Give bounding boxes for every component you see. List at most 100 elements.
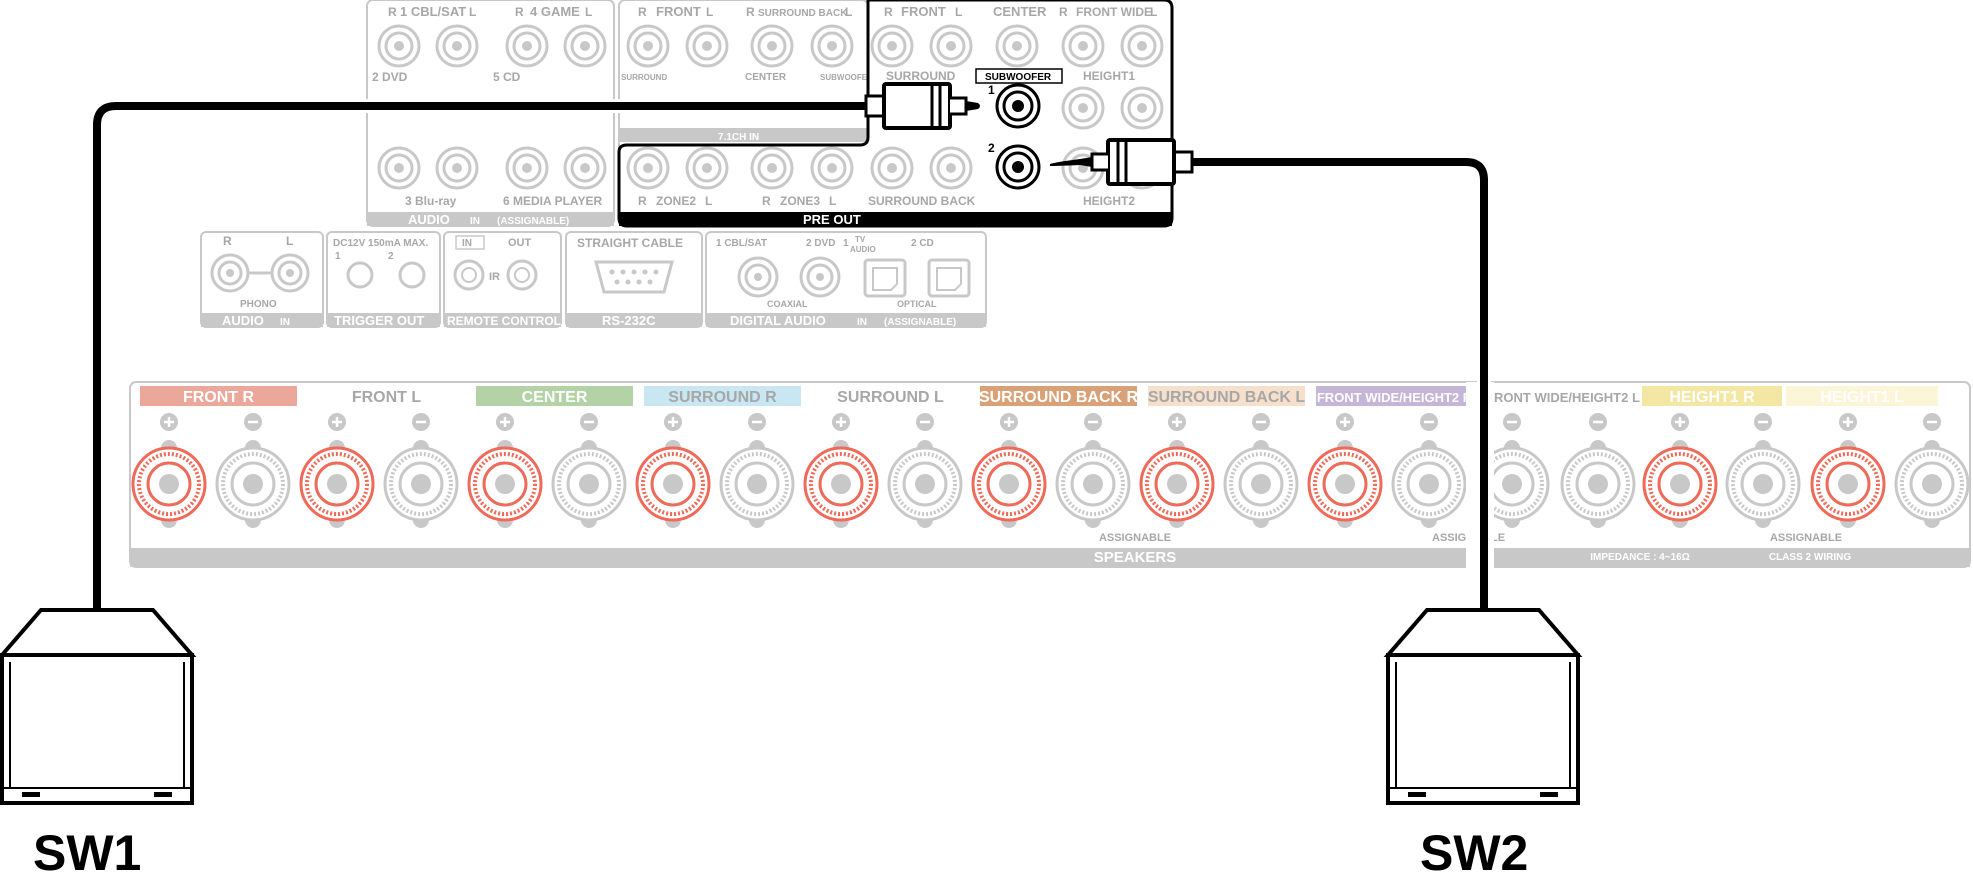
pre-out-label: FRONT WIDE xyxy=(1076,5,1152,19)
rca-jack xyxy=(995,24,1039,68)
audio-in-label: 2 DVD xyxy=(372,70,408,84)
speaker-terminal-negative[interactable] xyxy=(551,440,627,528)
speaker-channel-label: HEIGHT1 L xyxy=(1820,389,1904,406)
speaker-terminal-negative[interactable] xyxy=(1055,440,1131,528)
speaker-terminal-positive[interactable] xyxy=(131,440,207,528)
trigger-2: 2 xyxy=(388,251,394,262)
digital-label: 1 CBL/SAT xyxy=(716,238,767,249)
speaker-terminal-negative[interactable] xyxy=(1560,440,1636,528)
pre-out-label: R xyxy=(884,5,893,19)
phono-footer: AUDIO xyxy=(222,313,264,328)
digital-audio-panel: 1 CBL/SAT 2 DVD 1 TV AUDIO 2 CD COAXIAL … xyxy=(705,231,987,328)
subwoofer-jack-1[interactable] xyxy=(995,83,1041,129)
ch71-label: L xyxy=(845,5,852,19)
assignable-label-cut: ASSIG xyxy=(1432,532,1466,544)
speaker-terminal-positive[interactable] xyxy=(299,440,375,528)
speaker-terminal-positive[interactable] xyxy=(1642,440,1718,528)
speaker-terminal-positive[interactable] xyxy=(971,440,1047,528)
rs232c-footer: RS-232C xyxy=(602,313,656,328)
speaker-terminal-negative[interactable] xyxy=(887,440,963,528)
assignable-label-tail: LE xyxy=(1491,532,1505,544)
phono-r: R xyxy=(223,234,232,248)
minus-icon xyxy=(748,413,766,431)
speaker-terminal-negative[interactable] xyxy=(1223,440,1299,528)
audio-in-label: L xyxy=(585,5,592,19)
speaker-terminal-positive[interactable] xyxy=(1810,440,1886,528)
audio-in-footer: AUDIO xyxy=(408,212,450,227)
rs232c-top: STRAIGHT CABLE xyxy=(577,236,683,250)
ch71-label: L xyxy=(829,194,836,208)
ch71-label: CENTER xyxy=(745,72,787,83)
remote-footer: REMOTE CONTROL xyxy=(447,314,561,328)
audio-in-label: 4 GAME xyxy=(530,4,580,19)
minus-icon xyxy=(1923,413,1941,431)
rca-jack xyxy=(870,24,914,68)
rca-jack xyxy=(435,146,479,190)
speaker-terminal-positive[interactable] xyxy=(635,440,711,528)
remote-control-panel: IN OUT IR REMOTE CONTROL xyxy=(443,231,562,328)
digital-label: 2 CD xyxy=(911,238,934,249)
pre-out-title: PRE OUT xyxy=(803,212,861,227)
speaker-channel-label: HEIGHT1 R xyxy=(1669,389,1755,406)
pre-out-label: HEIGHT2 xyxy=(1083,194,1135,208)
speaker-terminal-negative[interactable] xyxy=(383,440,459,528)
speakers-footer: SPEAKERS xyxy=(1094,549,1177,566)
ch71-label: SURROUND BACK xyxy=(868,194,976,208)
speaker-terminal-negative[interactable] xyxy=(1725,440,1801,528)
speaker-terminal-negative[interactable] xyxy=(1391,440,1467,528)
speaker-channel-label: FRONT R xyxy=(183,389,255,406)
rca-jack xyxy=(799,256,841,298)
ch71-label: R xyxy=(638,194,647,208)
rca-jack xyxy=(810,146,854,190)
phono-panel: R L PHONO AUDIO IN xyxy=(200,231,324,328)
speaker-channel-label: FRONT WIDE/HEIGHT2 L xyxy=(1486,390,1640,405)
digital-coaxial: COAXIAL xyxy=(767,299,808,309)
speaker-terminal-negative[interactable] xyxy=(215,440,291,528)
plus-icon xyxy=(160,413,178,431)
rca-jack xyxy=(1120,86,1164,130)
speaker-terminal-positive[interactable] xyxy=(467,440,543,528)
digital-footer-note: (ASSIGNABLE) xyxy=(884,317,956,328)
subwoofer-number-1: 1 xyxy=(988,83,995,97)
plus-icon xyxy=(496,413,514,431)
rca-jack xyxy=(377,146,421,190)
pre-out-label: L xyxy=(955,5,962,19)
audio-in-label: 3 Blu-ray xyxy=(405,194,457,208)
ch71-title: 7.1CH IN xyxy=(718,132,759,143)
speaker-terminal-positive[interactable] xyxy=(1139,440,1215,528)
speaker-terminal-positive[interactable] xyxy=(1307,440,1383,528)
rca-plug-sw1 xyxy=(864,82,980,130)
rca-jack xyxy=(505,146,549,190)
plus-icon xyxy=(328,413,346,431)
speaker-channel-label: SURROUND BACK R xyxy=(979,389,1139,406)
audio-in-footer-note: (ASSIGNABLE) xyxy=(497,216,569,227)
assignable-label: ASSIGNABLE xyxy=(1099,532,1171,544)
audio-in-label: 1 CBL/SAT xyxy=(400,4,466,19)
remote-ir: IR xyxy=(489,271,500,283)
cable-sw2 xyxy=(1050,138,1491,610)
speaker-terminal-positive[interactable] xyxy=(803,440,879,528)
minus-icon xyxy=(1084,413,1102,431)
subwoofer-sw2-label: SW2 xyxy=(1420,825,1528,881)
rca-jack xyxy=(1061,24,1105,68)
ch71-label: R xyxy=(746,5,755,19)
remote-out: OUT xyxy=(508,237,532,249)
speaker-terminal-negative[interactable] xyxy=(719,440,795,528)
rca-jack xyxy=(626,146,670,190)
digital-label: TV xyxy=(855,235,866,244)
rca-jack xyxy=(1061,86,1105,130)
pre-out-label: L xyxy=(1150,5,1157,19)
speaker-terminal-negative[interactable] xyxy=(1894,440,1970,528)
subwoofer-sw1 xyxy=(0,608,197,805)
audio-in-label: 6 MEDIA PLAYER xyxy=(503,194,602,208)
subwoofer-jack-2[interactable] xyxy=(995,144,1041,190)
minus-icon xyxy=(412,413,430,431)
trigger-1: 1 xyxy=(335,251,341,262)
rca-jack xyxy=(685,24,729,68)
minus-icon xyxy=(1754,413,1772,431)
ch71-label: R xyxy=(638,5,647,19)
pre-out-label: HEIGHT1 xyxy=(1083,69,1135,83)
ch71-label: L xyxy=(705,194,712,208)
